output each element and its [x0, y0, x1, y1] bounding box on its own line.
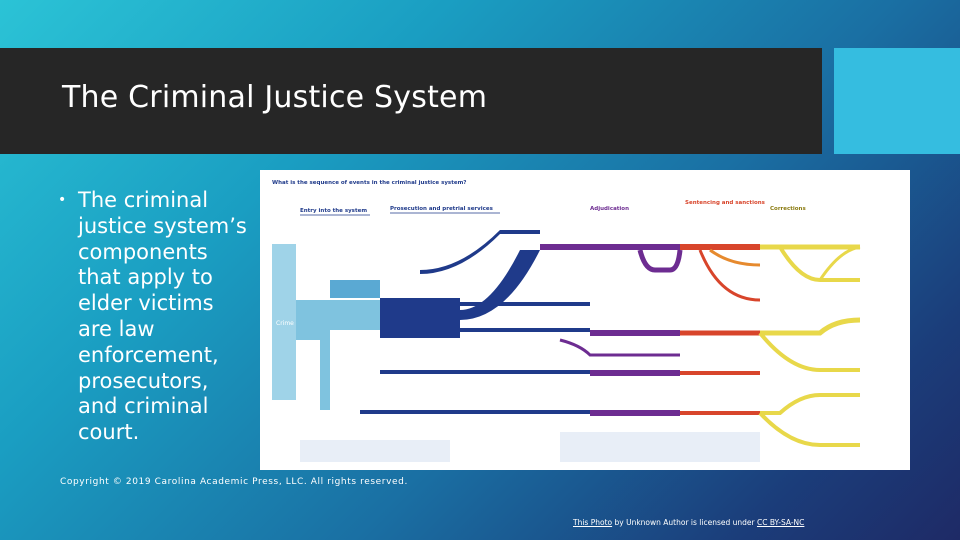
license-link[interactable]: CC BY-SA-NC [756, 518, 805, 527]
criminal-justice-flow-diagram: What is the sequence of events in the cr… [260, 170, 910, 470]
flow-diagram-svg: What is the sequence of events in the cr… [272, 180, 861, 462]
stage-corrections: Corrections [770, 206, 806, 212]
accent-square [834, 48, 960, 154]
stage-adjudication: Adjudication [590, 206, 629, 212]
sentencing-flow [680, 244, 760, 250]
prosecution-flow [380, 298, 460, 338]
adjudication-flow [637, 249, 683, 273]
credit-text: by Unknown Author is licensed under [612, 518, 757, 527]
photo-credit: This Photo by Unknown Author is licensed… [573, 518, 804, 527]
diagram-footnote-box [300, 440, 450, 462]
corrections-flow [758, 411, 860, 447]
stage-prosecution: Prosecution and pretrial services [390, 206, 494, 212]
diagram-title: What is the sequence of events in the cr… [272, 180, 467, 186]
crime-label: Crime [276, 320, 294, 327]
bullet-dot-icon: • [58, 192, 67, 208]
stage-entry: Entry into the system [300, 208, 367, 214]
prosecution-flow [380, 370, 590, 374]
stage-sentencing: Sentencing and sanctions [685, 200, 766, 206]
slide-title: The Criminal Justice System [62, 80, 488, 115]
bullet-list: • The criminal justice system’s componen… [58, 188, 258, 446]
crime-bar [272, 244, 296, 400]
corrections-flow [778, 245, 860, 282]
prosecution-flow [420, 230, 540, 274]
sentencing-flow [709, 248, 761, 267]
prosecution-flow [360, 410, 590, 414]
entry-flow [296, 330, 330, 410]
bullet-text: The criminal justice system’s components… [78, 188, 247, 445]
corrections-flow [760, 393, 860, 415]
adjudication-flow [590, 370, 680, 376]
corrections-flow [818, 245, 861, 281]
entry-flow [330, 280, 380, 298]
prosecution-flow [460, 250, 540, 320]
photo-link[interactable]: This Photo [573, 518, 613, 527]
copyright-notice: Copyright © 2019 Carolina Academic Press… [60, 477, 408, 487]
title-bar [0, 48, 822, 154]
bullet-item: • The criminal justice system’s componen… [58, 188, 258, 446]
diagram-source-box [560, 432, 760, 462]
corrections-flow [758, 331, 860, 372]
adjudication-flow [559, 338, 680, 357]
entry-flow [296, 300, 380, 330]
adjudication-flow [590, 410, 680, 416]
sentencing-flow [698, 249, 761, 302]
prosecution-flow [460, 328, 590, 332]
adjudication-flow [540, 244, 680, 250]
prosecution-flow [460, 302, 590, 306]
corrections-flow [760, 317, 861, 336]
adjudication-flow [590, 330, 680, 336]
